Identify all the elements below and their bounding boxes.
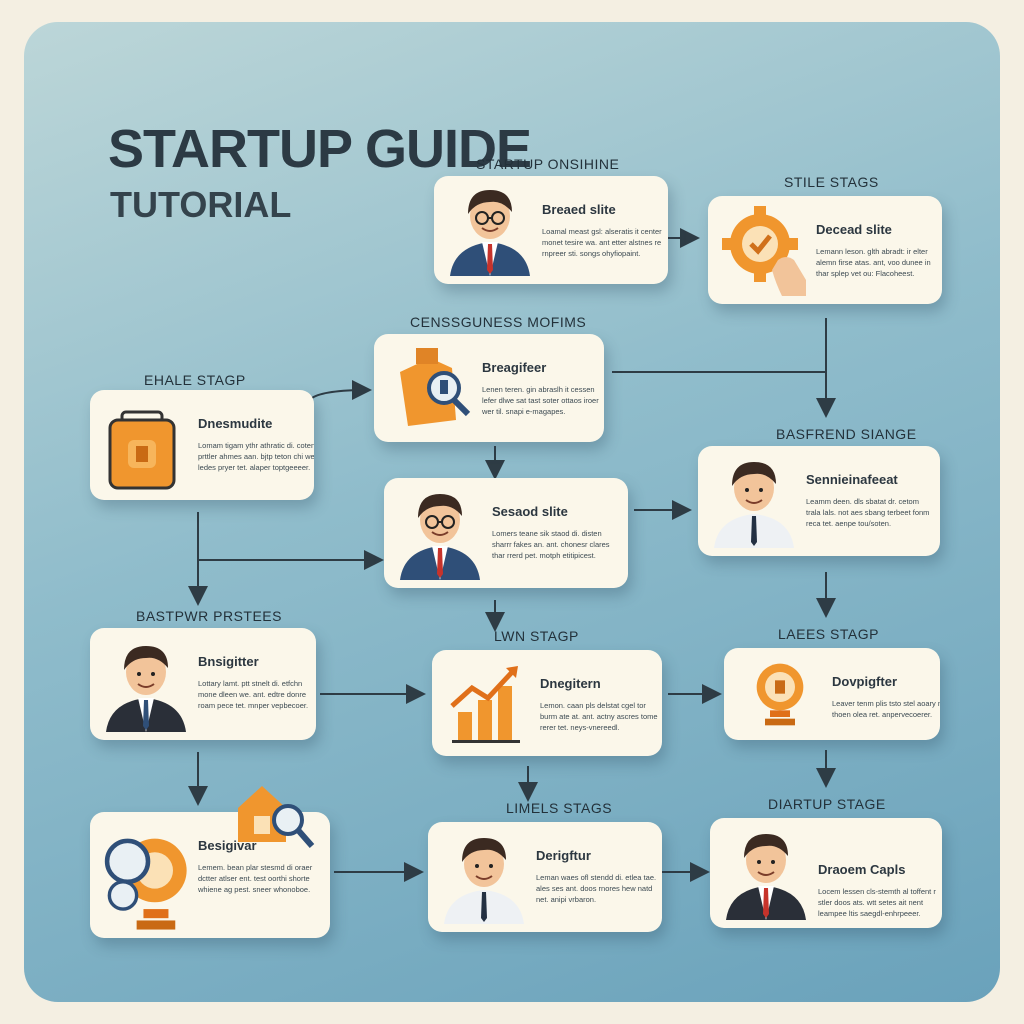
stage-card: Bnsigitter Lottary lamt. ptt stnelt di. … [90, 628, 316, 740]
gear-check-icon [722, 206, 806, 296]
card-title: Derigftur [536, 848, 591, 863]
card-title: Breaed slite [542, 202, 616, 217]
stage-label: DIARTUP STAGE [768, 796, 886, 812]
card-text: Lomers teane sik staod di. disten sharrr… [492, 529, 610, 560]
arrow [612, 318, 826, 414]
businessman-icon [444, 838, 524, 924]
card-text: Locem lessen cls-stemth al toffent r stl… [818, 887, 936, 918]
stage-card: Derigftur Leman waes ofl stendd di. etle… [428, 822, 662, 932]
card-title: Breagifeer [482, 360, 547, 375]
card-title: Dnegitern [540, 676, 601, 691]
house-search-icon [238, 786, 315, 848]
diagram-panel: STARTUP GUIDE TUTORIAL STARTUP ONSIHINE … [24, 22, 1000, 1002]
card-title: Sennieinafeeat [806, 472, 898, 487]
card-text: Lenen teren. gin abraslh it cessen lefer… [482, 385, 599, 416]
stage-card: Draoem Capls Locem lessen cls-stemth al … [710, 818, 942, 928]
card-title: Decead slite [816, 222, 892, 237]
stage-label: LWN STAGP [494, 628, 579, 644]
briefcase-icon [108, 410, 176, 490]
stage-label: CENSSGUNESS MOFIMS [410, 314, 587, 330]
growth-chart-icon [450, 666, 520, 743]
card-title: Sesaod slite [492, 504, 568, 519]
trophy-gear-icon [756, 663, 804, 726]
stage-label: LIMELS STAGS [506, 800, 613, 816]
businessman-icon [714, 462, 794, 548]
card-text: Loamal meast gsl: alseratis it center mo… [542, 227, 662, 258]
card-text: Leman waes ofl stendd di. etlea tae. ale… [536, 873, 657, 904]
flow-arrows [188, 228, 1000, 882]
finance-icon [104, 838, 187, 930]
stage-label: LAEES STAGP [778, 626, 879, 642]
card-title: Bnsigitter [198, 654, 259, 669]
stage-card: Decead slite Lemann leson. glth abradt: … [708, 196, 942, 304]
stage-label: STILE STAGS [784, 174, 879, 190]
stage-card: Breaed slite Loamal meast gsl: alseratis… [434, 176, 668, 284]
stage-label: STARTUP ONSIHINE [476, 156, 620, 172]
arrow [311, 380, 372, 401]
businessman-icon [726, 834, 806, 920]
stage-label: EHALE STAGP [144, 372, 246, 388]
stage-label: BASTPWR PRSTEES [136, 608, 282, 624]
stage-card: Dnegitern Lemon. caan pls delstat cgel t… [432, 650, 662, 756]
page-subtitle: TUTORIAL [110, 184, 292, 225]
card-text: Lemem. bean plar stesmd di oraer dctter … [198, 863, 313, 894]
document-search-icon [400, 348, 471, 426]
stage-card: Sesaod slite Lomers teane sik staod di. … [384, 478, 628, 588]
card-text: Lemann leson. glth abradt: ir elter alem… [816, 247, 931, 278]
stage-label: BASFREND SIANGE [776, 426, 917, 442]
card-text: Lottary lamt. ptt stnelt di. etfchn mone… [198, 679, 309, 710]
card-title: Draoem Capls [818, 862, 906, 877]
card-title: Dovpigfter [832, 674, 897, 689]
businessman-icon [450, 190, 530, 276]
stage-card: Dnesmudite Lomam tigam ythr athratic di.… [90, 390, 314, 500]
card-text: Lomam tigam ythr athratic di. cotenni pr… [198, 441, 314, 472]
card-text: Leamm deen. dls sbatat dr. cetom trala l… [806, 497, 930, 528]
businessman-icon [106, 646, 186, 732]
businessman-icon [400, 494, 480, 580]
stage-card: Sennieinafeeat Leamm deen. dls sbatat dr… [698, 446, 940, 556]
card-text: Leaver tenm plis tsto stel aoary nllot t… [832, 699, 940, 719]
card-text: Lemon. caan pls delstat cgel tor burm at… [540, 701, 658, 732]
stage-card: Breagifeer Lenen teren. gin abraslh it c… [374, 334, 604, 442]
stage-card: Dovpigfter Leaver tenm plis tsto stel ao… [724, 648, 940, 740]
page-title: STARTUP GUIDE [108, 119, 532, 179]
card-title: Dnesmudite [198, 416, 273, 431]
